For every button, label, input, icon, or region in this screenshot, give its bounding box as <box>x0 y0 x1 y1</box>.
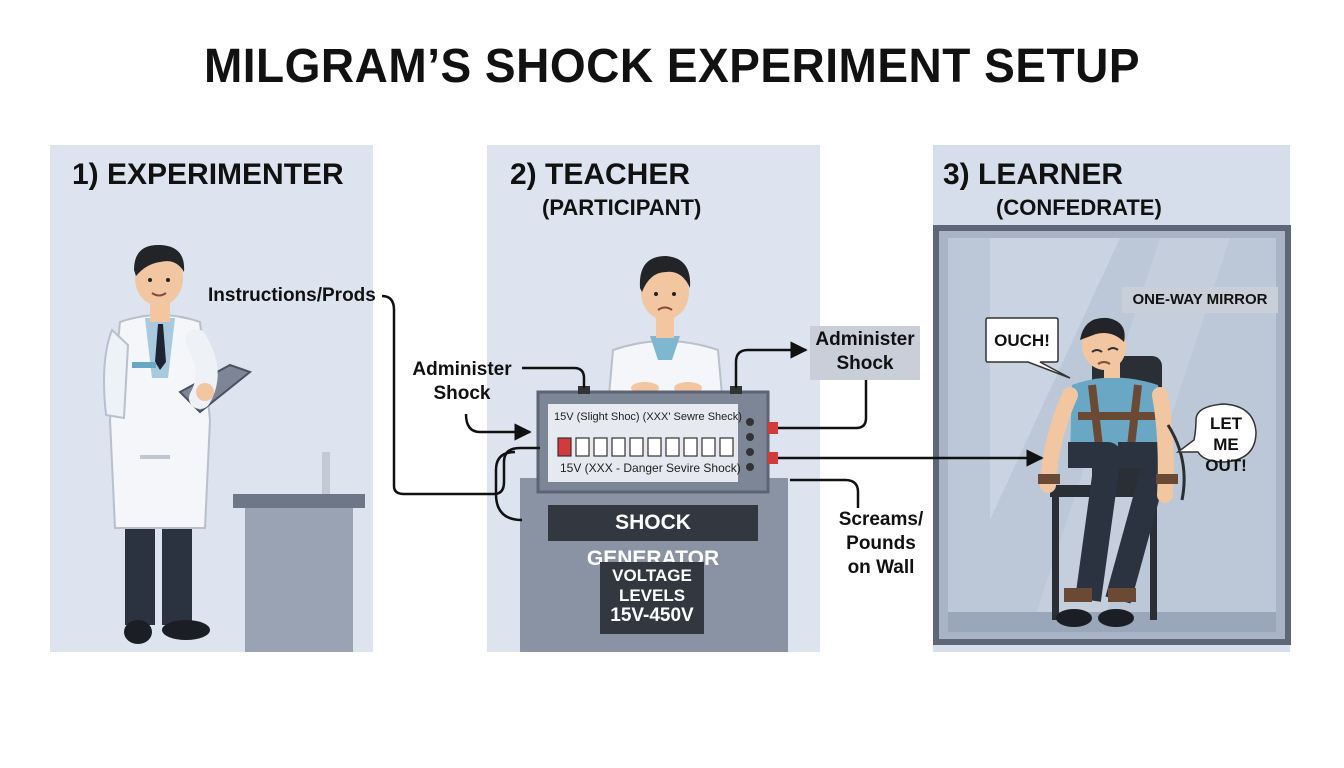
generator-top-scale: 15V (Slight Shoc) (XXX' Sewre Sheck) <box>554 411 742 423</box>
learner-heading: 3) LEARNER <box>943 158 1124 191</box>
administer-right-line-2: Shock <box>836 353 894 374</box>
voltage-line-1: VOLTAGE <box>612 566 692 585</box>
let-me-out-bubble <box>1175 403 1257 463</box>
administer-right-line-1: Administer <box>815 329 915 350</box>
experimenter-heading: 1) EXPERIMENTER <box>72 158 344 191</box>
generator-bottom-scale: 15V (XXX - Danger Sevire Shock) <box>560 461 741 475</box>
screams-line-2: Pounds <box>846 533 916 554</box>
voltage-levels-label: VOLTAGE LEVELS 15V-450V <box>600 562 704 634</box>
administer-shock-right-box: Administer Shock <box>810 326 920 380</box>
let-me-out-text: LET ME OUT! <box>1198 413 1254 476</box>
experimenter-figure <box>103 244 365 652</box>
administer-left-line-1: Administer <box>412 359 512 380</box>
teacher-figure <box>607 256 724 396</box>
screams-line-1: Screams/ <box>838 509 924 530</box>
page-title: MILGRAM’S SHOCK EXPERIMENT SETUP <box>203 37 1141 93</box>
instructions-label: Instructions/Prods <box>208 285 376 306</box>
screams-line-3: on Wall <box>847 557 915 578</box>
teacher-subheading: (PARTICIPANT) <box>542 195 702 220</box>
out-line: OUT! <box>1205 456 1247 475</box>
voltage-line-3: 15V-450V <box>610 605 694 626</box>
screams-label: Screams/ Pounds on Wall <box>832 508 930 580</box>
connectors <box>381 294 1044 522</box>
shock-generator-label: SHOCK GENERATOR <box>548 505 758 570</box>
learner-subheading: (CONFEDRATE) <box>996 195 1162 220</box>
learner-figure <box>1038 317 1186 627</box>
voltage-line-2: LEVELS <box>618 586 686 605</box>
administer-left-line-2: Shock <box>433 383 491 404</box>
switch-row <box>557 437 734 457</box>
ouch-bubble <box>985 317 1071 379</box>
let-me-line: LET ME <box>1209 414 1243 454</box>
teacher-heading: 2) TEACHER <box>510 158 691 191</box>
ouch-text: OUCH! <box>994 331 1050 350</box>
one-way-mirror-label: ONE-WAY MIRROR <box>1122 287 1278 313</box>
administer-shock-left-label: Administer Shock <box>406 358 518 406</box>
